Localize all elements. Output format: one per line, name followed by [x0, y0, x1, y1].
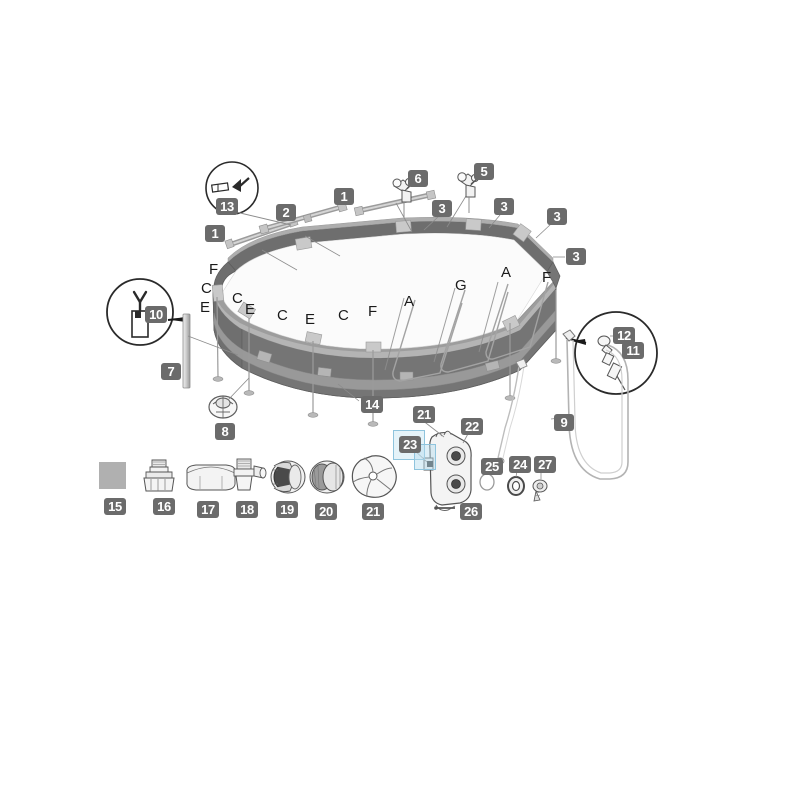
leader-line-14 [337, 383, 360, 402]
part-badge-20[interactable]: 20 [315, 503, 337, 520]
frame-letter-c: C [201, 280, 212, 297]
part-badge-5[interactable]: 5 [474, 163, 494, 180]
callout-13-glyph [210, 177, 250, 193]
part-25-o-ring [479, 473, 495, 491]
part-group-top-bars [224, 189, 467, 271]
callout-11-12 [565, 311, 658, 395]
front-rail-joints [211, 284, 521, 353]
part-badge-24[interactable]: 24 [509, 456, 531, 473]
part-badge-1[interactable]: 1 [334, 188, 354, 205]
part-9-hose [550, 329, 629, 480]
part-21-impeller [351, 455, 397, 498]
part-18-valve [233, 458, 267, 491]
part-7-vertical-pole [176, 313, 239, 389]
frame-letter-a: A [404, 293, 415, 310]
part-badge-18[interactable]: 18 [236, 501, 258, 518]
frame-letter-c: C [232, 290, 243, 307]
part-badge-19[interactable]: 19 [276, 501, 298, 518]
part-badge-9[interactable]: 9 [554, 414, 574, 431]
part-badge-22[interactable]: 22 [461, 418, 483, 435]
part-badge-25[interactable]: 25 [481, 458, 503, 475]
part-badge-8[interactable]: 8 [215, 423, 235, 440]
pool-body-group [211, 217, 562, 427]
part-badge-23[interactable]: 23 [399, 436, 421, 453]
frame-letter-g: G [455, 277, 467, 294]
pool-leg-feet [212, 358, 562, 427]
bottom-parts-row [99, 419, 548, 511]
strap-buckle [484, 360, 501, 372]
part-badge-14[interactable]: 14 [361, 396, 383, 413]
part-27-screw [532, 479, 548, 502]
part-17-gasket-plate [186, 464, 236, 491]
part-26-pin [434, 506, 455, 510]
part-badge-3[interactable]: 3 [547, 208, 567, 225]
callout-10 [106, 278, 189, 346]
part-badge-10[interactable]: 10 [145, 306, 167, 323]
part-badge-7[interactable]: 7 [161, 363, 181, 380]
pool-u-supports [392, 281, 549, 382]
part-badge-27[interactable]: 27 [534, 456, 556, 473]
callout-11-12-glyph [597, 335, 626, 391]
pool-right-end-rail [546, 261, 561, 289]
frame-letter-e: E [245, 301, 256, 318]
part-badge-21[interactable]: 21 [413, 406, 435, 423]
frame-letter-f: F [209, 261, 219, 278]
part-badge-17[interactable]: 17 [197, 501, 219, 518]
part-20-cartridge [309, 460, 345, 494]
part-8-drain-cap [208, 377, 250, 419]
part-badge-15[interactable]: 15 [104, 498, 126, 515]
part-badge-11[interactable]: 11 [622, 342, 644, 359]
strap-buckle [317, 367, 332, 378]
part-badge-3[interactable]: 3 [566, 248, 586, 265]
frame-letter-f: F [542, 269, 552, 286]
strap-buckle [256, 350, 273, 364]
part-16-plug [143, 459, 175, 492]
part-badge-1[interactable]: 1 [205, 225, 225, 242]
part-24-seal [507, 476, 525, 496]
frame-letter-c: C [338, 307, 349, 324]
part-badge-3[interactable]: 3 [494, 198, 514, 215]
part-badge-13[interactable]: 13 [216, 198, 238, 215]
part-badge-26[interactable]: 26 [460, 503, 482, 520]
part-badge-2[interactable]: 2 [276, 204, 296, 221]
part-1-bar-right [353, 189, 437, 217]
frame-letter-a: A [501, 264, 512, 281]
part-badge-3[interactable]: 3 [432, 200, 452, 217]
part-badge-6[interactable]: 6 [408, 170, 428, 187]
frame-letter-c: C [277, 307, 288, 324]
pool-right-braces [384, 281, 499, 371]
part-badge-12[interactable]: 12 [613, 327, 635, 344]
pool-interior-floor [221, 232, 548, 350]
part-badge-16[interactable]: 16 [153, 498, 175, 515]
frame-letter-e: E [200, 299, 211, 316]
callout-10-glyph [131, 290, 149, 338]
part-15-patch [99, 462, 126, 489]
frame-letter-f: F [368, 303, 378, 320]
frame-letter-e: E [305, 311, 316, 328]
leader-lines-3 [423, 214, 565, 258]
part-19-strainer [270, 460, 306, 494]
part-badge-21[interactable]: 21 [362, 503, 384, 520]
rear-rail-joints [294, 218, 532, 251]
